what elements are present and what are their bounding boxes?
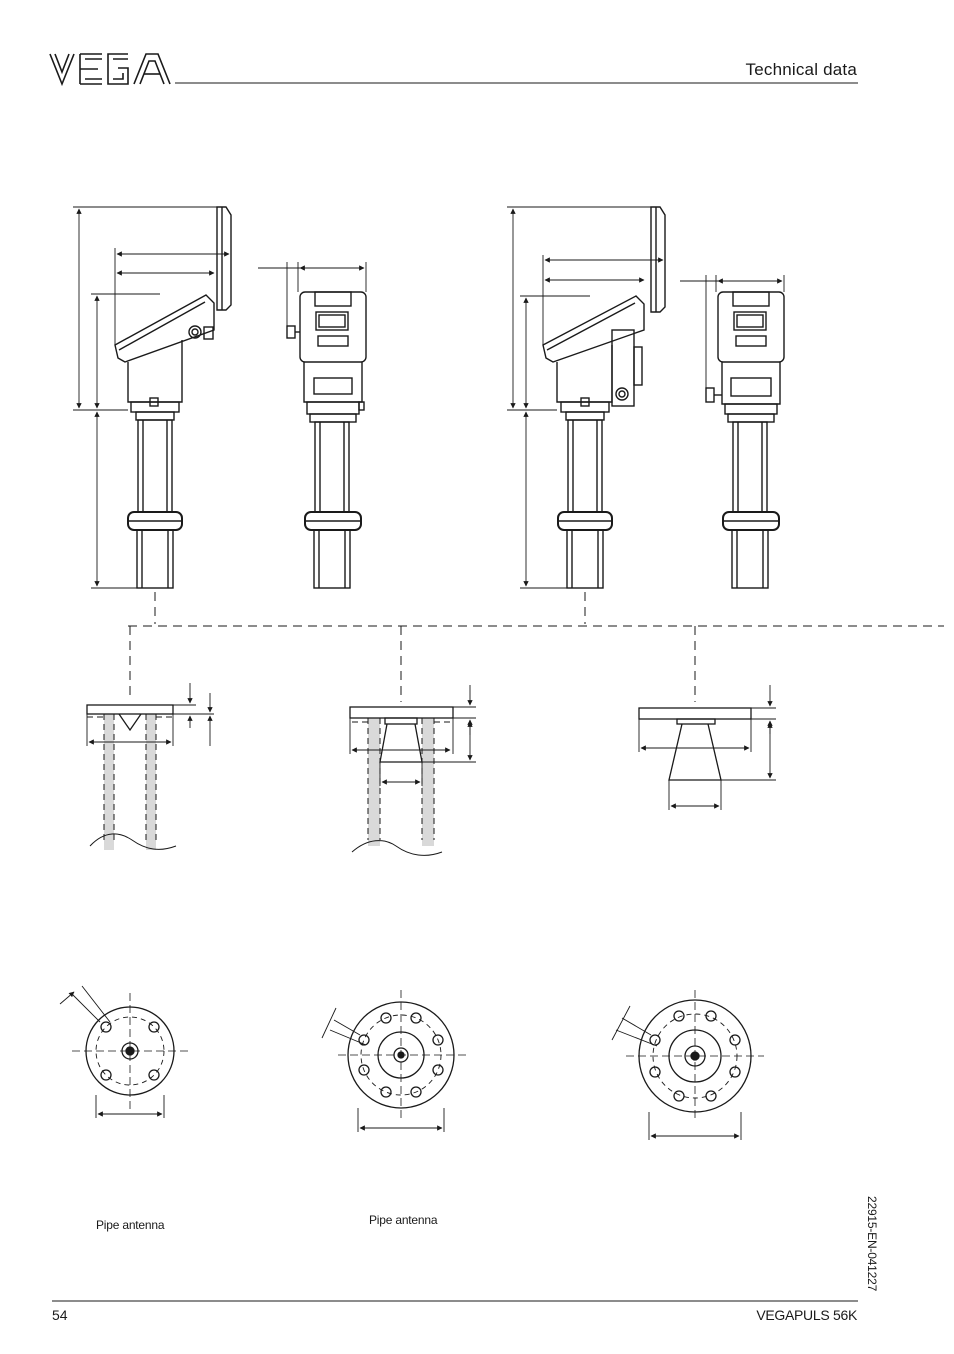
section-title: Technical data — [745, 60, 857, 79]
antenna-detail-1 — [86, 683, 214, 850]
instrument-1-side-view — [73, 206, 232, 589]
caption-pipe-antenna-left: Pipe antenna — [96, 1218, 165, 1232]
instrument-2-front-view — [680, 275, 785, 589]
instrument-2-side-view — [507, 206, 666, 589]
flange-top-view-3 — [611, 990, 764, 1140]
antenna-detail-2 — [349, 685, 476, 856]
instrument-1-front-view — [258, 262, 367, 589]
flange-top-view-1 — [59, 985, 188, 1118]
flange-top-view-2 — [321, 990, 466, 1132]
antenna-detail-3 — [638, 685, 776, 810]
page-number: 54 — [52, 1307, 68, 1323]
vega-logo — [49, 53, 171, 87]
connector-dashed-lines — [128, 592, 944, 702]
product-name: VEGAPULS 56K — [756, 1307, 857, 1323]
caption-pipe-antenna-middle: Pipe antenna — [369, 1213, 438, 1227]
document-id: 22915-EN-041227 — [865, 1196, 879, 1292]
